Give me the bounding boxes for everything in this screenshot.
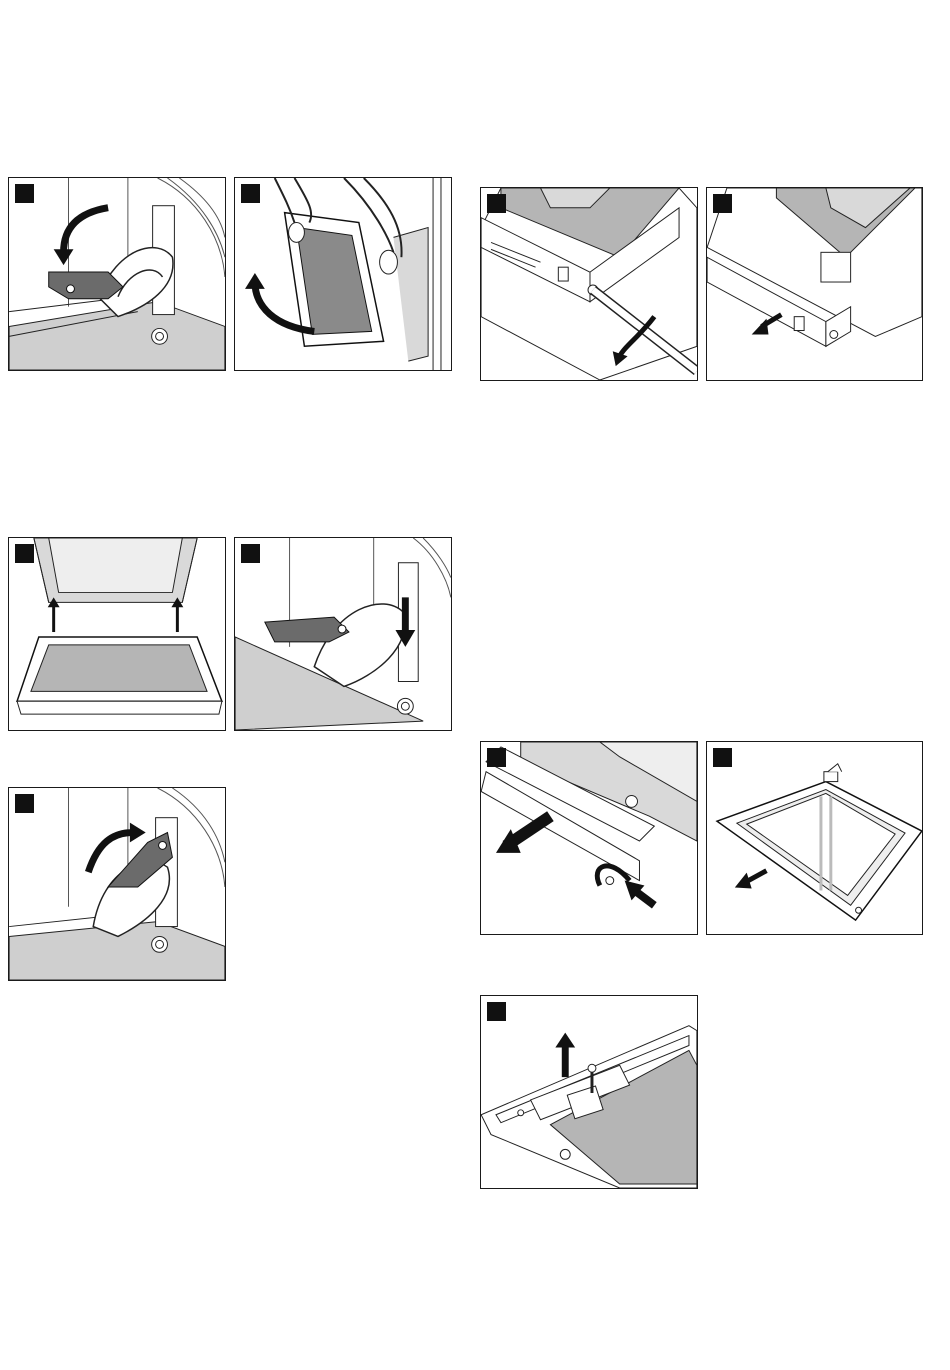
step-2-panel bbox=[234, 177, 452, 371]
step-7-panel bbox=[706, 187, 923, 381]
step-3-panel bbox=[8, 537, 226, 731]
step-number-badge bbox=[241, 544, 260, 563]
step-number-badge bbox=[487, 1002, 506, 1021]
hinge-lower-illustration bbox=[235, 538, 451, 730]
screw-clamp-illustration bbox=[481, 996, 697, 1188]
door-hinge-insert-illustration bbox=[9, 538, 225, 730]
step-number-badge bbox=[15, 544, 34, 563]
step-4-panel bbox=[234, 537, 452, 731]
step-number-badge bbox=[713, 194, 732, 213]
remove-cover-strip-illustration bbox=[707, 188, 922, 380]
unscrew-cover-illustration bbox=[481, 188, 697, 380]
door-lift-off-illustration bbox=[235, 178, 451, 370]
step-5-panel bbox=[8, 787, 226, 981]
step-1-panel bbox=[8, 177, 226, 371]
hinge-lever-open-illustration bbox=[9, 178, 225, 370]
step-number-badge bbox=[487, 748, 506, 767]
remove-glass-pane-illustration bbox=[707, 742, 922, 934]
step-10-panel bbox=[480, 995, 698, 1189]
step-9-panel bbox=[706, 741, 923, 935]
step-number-badge bbox=[15, 184, 34, 203]
step-8-panel bbox=[480, 741, 698, 935]
step-number-badge bbox=[241, 184, 260, 203]
step-number-badge bbox=[15, 794, 34, 813]
step-6-panel bbox=[480, 187, 698, 381]
pull-out-strip-illustration bbox=[481, 742, 697, 934]
step-number-badge bbox=[713, 748, 732, 767]
hinge-lever-close-illustration bbox=[9, 788, 225, 980]
step-number-badge bbox=[487, 194, 506, 213]
